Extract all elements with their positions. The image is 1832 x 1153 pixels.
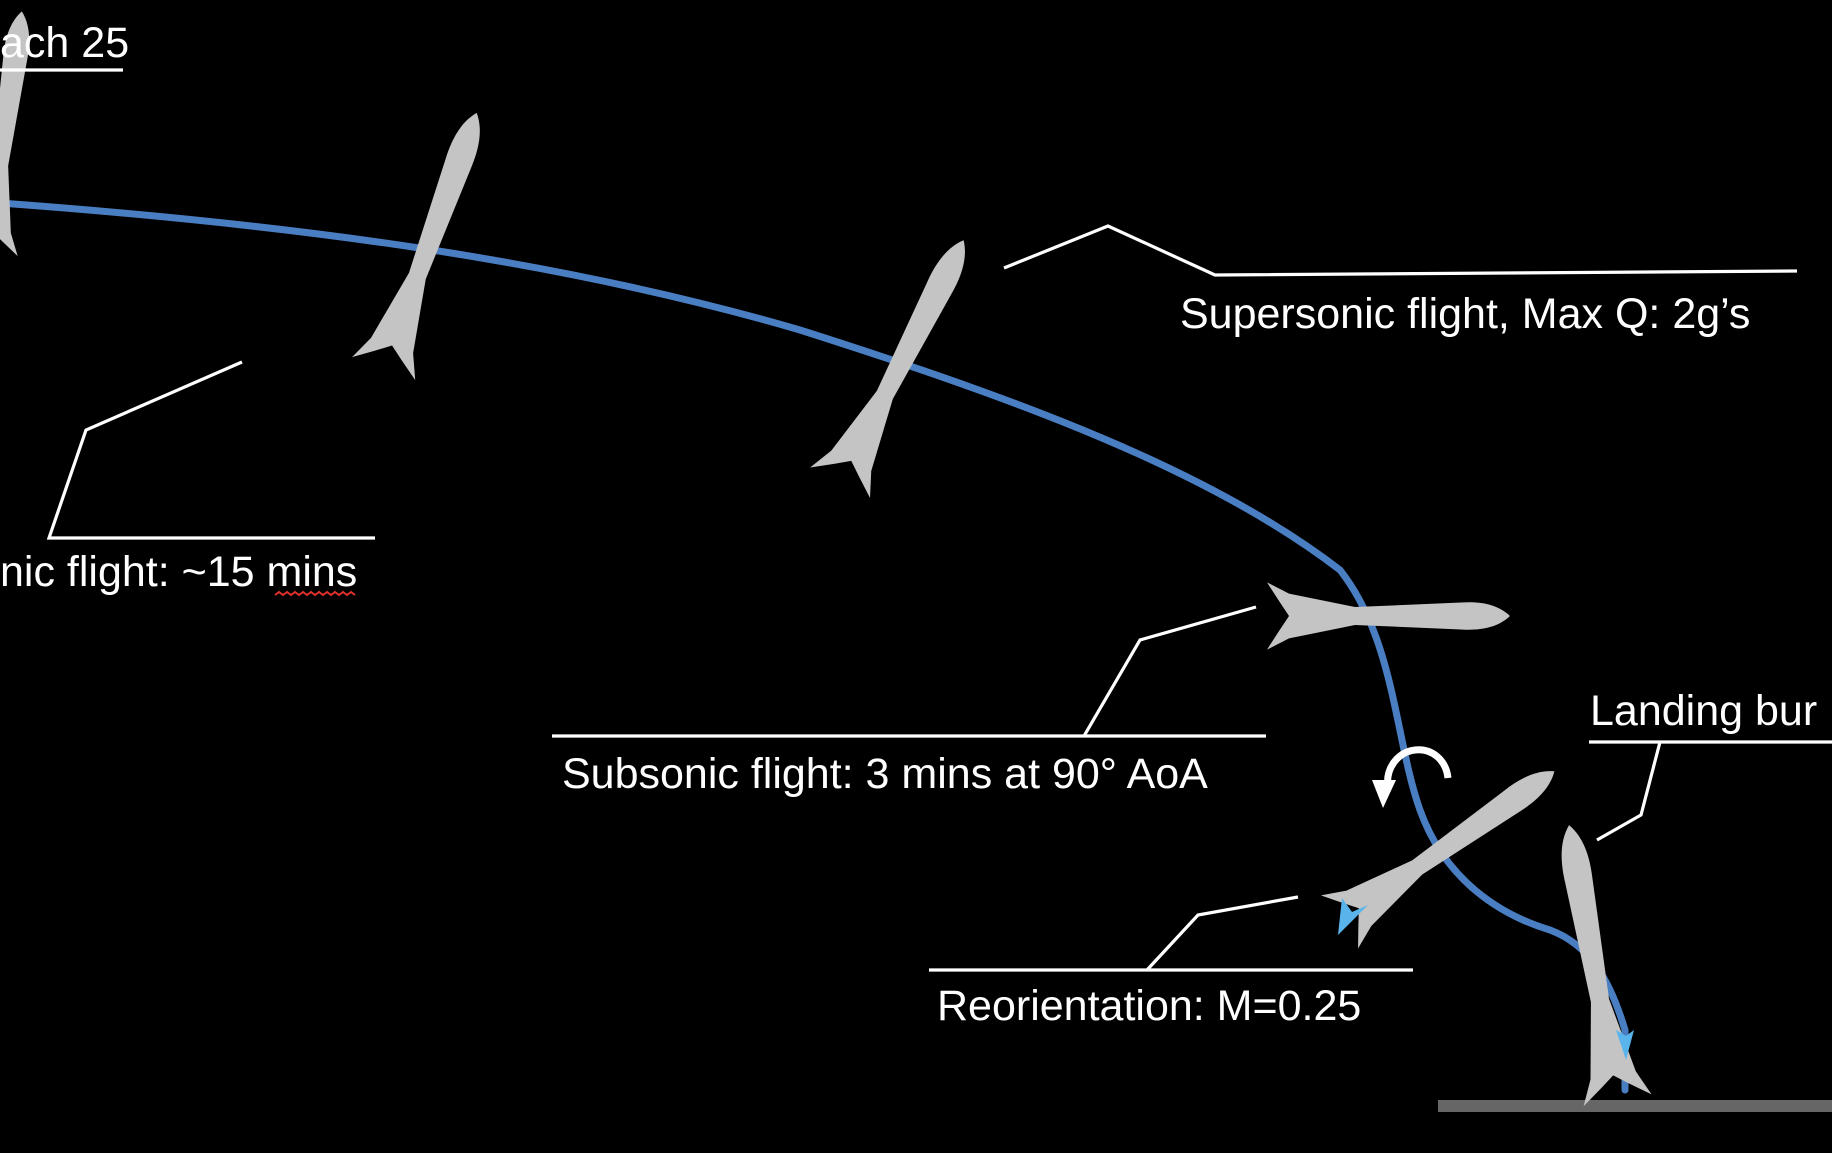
trajectory-path xyxy=(0,199,1629,1094)
label-supersonic: Supersonic flight, Max Q: 2g’s xyxy=(1180,290,1750,338)
leader-landing xyxy=(1589,740,1832,842)
thrust-plume-icon xyxy=(1338,898,1368,935)
label-landing: Landing bur xyxy=(1590,687,1817,735)
thrust-plume-icon xyxy=(1616,1030,1634,1060)
label-subsonic: Subsonic flight: 3 mins at 90° AoA xyxy=(562,750,1208,798)
spellcheck-underline xyxy=(274,590,356,597)
landing-ground xyxy=(1438,1100,1832,1112)
leader-supersonic xyxy=(1003,224,1798,277)
label-reorientation: Reorientation: M=0.25 xyxy=(937,982,1361,1030)
label-reentry: ach 25 xyxy=(0,19,129,67)
label-hypersonic: nic flight: ~15 mins xyxy=(0,548,357,596)
leader-reorientation xyxy=(929,895,1413,972)
leader-hypersonic xyxy=(46,360,375,540)
curved-rotation-arrow-icon xyxy=(1372,746,1452,808)
leader-subsonic xyxy=(552,605,1266,738)
